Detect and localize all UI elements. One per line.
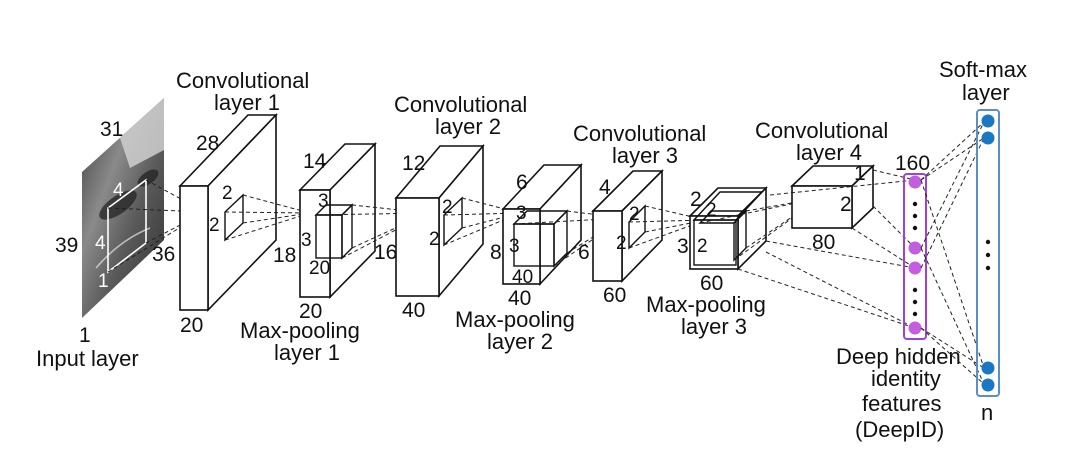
pool2-caption-1: Max-pooling: [455, 307, 575, 332]
deepid-dot: [912, 213, 918, 219]
pool1-caption-2: layer 1: [274, 340, 340, 365]
pool-layer-1-block: [298, 142, 377, 299]
conv1-channel-label: 20: [180, 314, 203, 337]
pool1-kernel-label-2: 3: [301, 230, 312, 251]
pool3-height-label: 3: [677, 235, 689, 258]
softmax-node: [981, 131, 995, 145]
deepid-frame: [903, 173, 927, 340]
conv-layer-2-block: [394, 143, 485, 299]
connections-to-deepid: [737, 169, 916, 329]
input-image: [82, 98, 164, 318]
input-kernel-label-2: 4: [95, 233, 106, 254]
pool1-width-label: 14: [303, 150, 327, 173]
pool-layer-2-block: [501, 162, 583, 287]
deepid-caption-3: features: [862, 391, 942, 416]
deepid-caption-4: (DeepID): [855, 417, 944, 442]
softmax-output-count: n: [981, 400, 993, 425]
conv2-channel-label: 40: [402, 299, 425, 322]
conv4-caption-2: layer 4: [796, 140, 862, 165]
pool2-height-label: 8: [490, 241, 502, 264]
input-kernel-label-3: 1: [98, 271, 109, 292]
conv4-channel-label: 80: [812, 231, 835, 254]
softmax-frame: [976, 109, 1000, 397]
conv3-kernel-label-2: 2: [616, 233, 627, 254]
softmax-dot: [985, 252, 991, 258]
conv1-height-label: 36: [152, 243, 175, 266]
softmax-caption-2: layer: [962, 80, 1010, 105]
connections-deepid-softmax: [920, 121, 985, 385]
conv3-height-label: 6: [578, 241, 590, 264]
pool2-channel-label: 40: [508, 287, 531, 310]
conv4-caption-1: Convolutional: [755, 118, 888, 143]
pool2-width-label: 6: [516, 171, 528, 194]
pool3-width-label: 2: [690, 188, 702, 211]
softmax-node: [981, 378, 995, 392]
softmax-node: [981, 114, 995, 128]
conv3-caption-2: layer 3: [612, 143, 678, 168]
input-kernel-label-1: 4: [113, 180, 124, 201]
conv1-width-label: 28: [196, 132, 219, 155]
conv3-width-label: 4: [599, 176, 611, 199]
pool2-caption-2: layer 2: [487, 329, 553, 354]
deepid-layer: [903, 173, 927, 340]
deepid-dot: [912, 287, 918, 293]
conv1-kernel-label-2: 2: [209, 215, 220, 236]
pool3-kernel-label-1: 2: [706, 200, 717, 221]
pool1-kernel-label-3: 20: [309, 258, 330, 279]
pool1-caption-1: Max-pooling: [240, 318, 360, 343]
conv2-height-label: 16: [374, 241, 397, 264]
deepid-count-label: 160: [895, 152, 930, 175]
input-channel-label: 1: [79, 324, 91, 347]
deepid-caption-2: identity: [871, 366, 941, 391]
connections-pool3-conv4: [699, 197, 821, 261]
pool3-caption-2: layer 3: [681, 314, 747, 339]
pool3-caption-1: Max-pooling: [646, 292, 766, 317]
pool1-channel-label: 20: [299, 300, 322, 323]
conv3-channel-label: 60: [603, 284, 626, 307]
conv2-kernel-label-1: 2: [442, 197, 453, 218]
conv1-caption-2: layer 1: [214, 90, 280, 115]
deepid-node: [908, 175, 922, 189]
connections-conv1-pool1: [224, 194, 311, 241]
conv3-caption-1: Convolutional: [573, 121, 706, 146]
softmax-dot: [985, 239, 991, 245]
conv-layer-4-block: [790, 164, 875, 230]
softmax-node: [981, 361, 995, 375]
conv3-kernel-label-1: 2: [629, 204, 640, 225]
deepid-node: [908, 241, 922, 255]
deepid-dot: [912, 201, 918, 207]
conv1-caption-1: Convolutional: [176, 68, 309, 93]
pool3-channel-label: 60: [700, 272, 723, 295]
input-layer-label: Input layer: [36, 346, 139, 371]
conv2-kernel-label-2: 2: [429, 229, 440, 250]
softmax-layer: [976, 109, 1000, 397]
conv2-caption-2: layer 2: [435, 114, 501, 139]
deepid-dot: [912, 299, 918, 305]
deepid-dot: [912, 225, 918, 231]
pool-layer-3-block: [688, 186, 768, 271]
softmax-caption-1: Soft-max: [939, 57, 1027, 82]
pool1-kernel-label-1: 3: [318, 191, 329, 212]
conv4-width-label: 1: [854, 162, 866, 185]
pool2-kernel-label-2: 3: [509, 236, 520, 257]
conv1-kernel-label-1: 2: [222, 183, 233, 204]
deepid-node: [908, 261, 922, 275]
deepid-dot: [912, 311, 918, 317]
pool2-kernel-label-3: 40: [512, 267, 533, 288]
pool1-height-label: 18: [273, 244, 296, 267]
input-width-label: 31: [100, 118, 123, 141]
conv4-height-label: 2: [840, 193, 852, 216]
conv2-caption-1: Convolutional: [394, 92, 527, 117]
deepid-caption-1: Deep hidden: [836, 344, 961, 369]
pool2-kernel-label-1: 3: [516, 203, 527, 224]
deepid-node: [908, 321, 922, 335]
input-height-label: 39: [55, 234, 78, 257]
softmax-dot: [985, 265, 991, 271]
conv2-width-label: 12: [402, 152, 425, 175]
pool3-kernel-label-2: 2: [697, 236, 708, 257]
